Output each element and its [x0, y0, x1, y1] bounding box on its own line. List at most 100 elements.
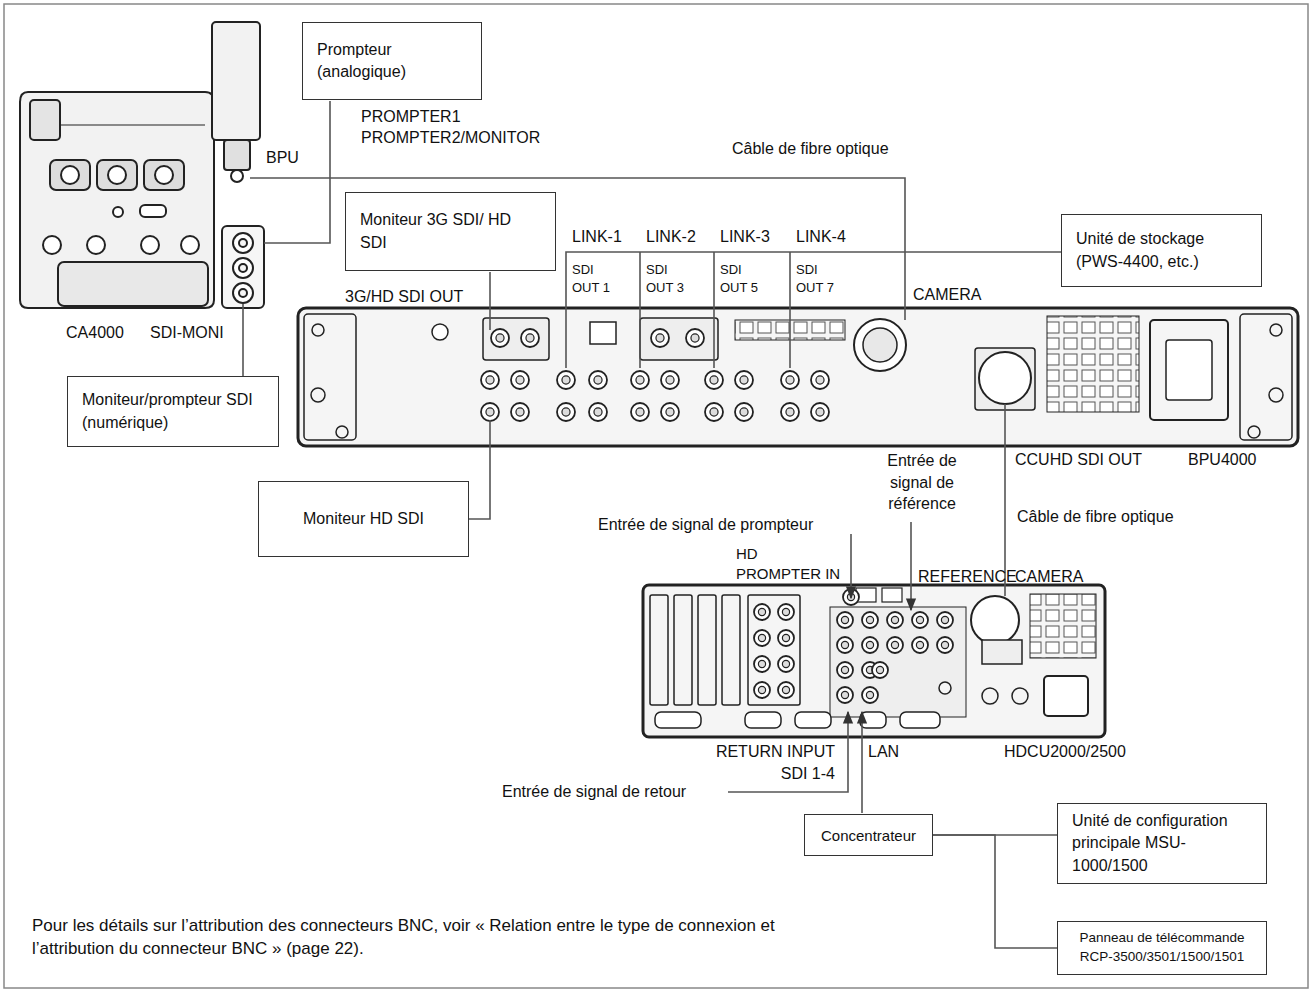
sdi-moni-connectors	[222, 226, 264, 308]
hdcu-panel-part	[982, 640, 1022, 664]
sdi-moni-connectors-part	[233, 258, 253, 278]
bnc-ring	[481, 371, 499, 389]
bnc-ring	[837, 637, 853, 653]
connector-label: HDCU2000/2500	[1004, 741, 1126, 763]
bnc-connector	[937, 637, 953, 653]
connector-label: BPU	[266, 147, 299, 169]
wires-part	[1004, 404, 1006, 596]
hdcu-panel-part	[830, 607, 966, 717]
bnc-connector	[589, 371, 607, 389]
bnc-connector	[781, 371, 799, 389]
bpu4000-panel-part	[483, 318, 549, 360]
camera-adapter-part	[113, 207, 123, 217]
bpu4000-panel-part	[304, 314, 356, 440]
connector-label: SDI-MONI	[150, 322, 224, 344]
connector-label: SDI OUT 3	[646, 261, 691, 296]
bnc-ring	[778, 682, 794, 698]
camera-adapter-part	[61, 166, 79, 184]
bnc-pin	[516, 376, 524, 384]
bnc-connector	[778, 682, 794, 698]
hdcu-panel-part	[900, 712, 940, 728]
box-text: Unité de stockage (PWS-4400, etc.)	[1076, 228, 1247, 273]
box-text: Moniteur/prompteur SDI (numérique)	[82, 389, 264, 434]
bnc-ring	[837, 662, 853, 678]
bpu4000-panel-part	[432, 324, 448, 340]
bnc-connector	[862, 687, 878, 703]
bnc-connector	[705, 403, 723, 421]
bnc-connector	[837, 662, 853, 678]
box-text: Panneau de télécommande RCP-3500/3501/15…	[1072, 929, 1252, 967]
bnc-ring	[937, 612, 953, 628]
bnc-pin	[758, 686, 765, 693]
bnc-ring	[862, 637, 878, 653]
bpu4000-panel-part	[640, 318, 718, 360]
device-box: Unité de configuration principale MSU-10…	[1057, 803, 1267, 884]
bnc-connector	[735, 403, 753, 421]
bnc-ring	[778, 604, 794, 620]
hdcu-panel-part	[1044, 676, 1088, 716]
camera-adapter	[20, 92, 214, 308]
camera-adapter-part	[43, 236, 61, 254]
bnc-connector	[887, 612, 903, 628]
bnc-ring	[837, 612, 853, 628]
wires-part	[910, 522, 912, 610]
bpu-plug-part	[224, 140, 250, 170]
bnc-ring	[661, 403, 679, 421]
bnc-pin	[656, 334, 664, 342]
bnc-connector	[735, 371, 753, 389]
bnc-ring	[651, 329, 669, 347]
bnc-ring	[887, 637, 903, 653]
bnc-ring	[557, 403, 575, 421]
bnc-pin	[782, 608, 789, 615]
bpu4000-panel-part	[979, 352, 1031, 404]
bpu-plug-part	[231, 170, 243, 182]
bnc-ring	[778, 630, 794, 646]
bnc-pin	[866, 616, 873, 623]
bnc-pin	[866, 691, 873, 698]
connector-label: CCUHD SDI OUT	[1015, 449, 1142, 471]
bpu4000-panel-part	[1150, 320, 1228, 420]
bnc-pin	[666, 376, 674, 384]
bnc-pin	[758, 608, 765, 615]
bnc-connector	[778, 630, 794, 646]
wires-part	[850, 534, 852, 598]
bnc-ring	[661, 371, 679, 389]
connector-label: Entrée de signal de prompteur	[598, 514, 813, 536]
bpu4000-panel-part	[298, 308, 1298, 446]
sdi-moni-connectors-part	[239, 264, 247, 272]
bnc-ring	[912, 637, 928, 653]
device-box: Moniteur HD SDI	[258, 481, 469, 557]
bnc-ring	[937, 637, 953, 653]
bnc-connector	[754, 604, 770, 620]
bnc-pin	[866, 641, 873, 648]
device-box: Unité de stockage (PWS-4400, etc.)	[1061, 214, 1262, 287]
bnc-ring	[631, 403, 649, 421]
bnc-pin	[666, 408, 674, 416]
wires-part	[713, 252, 715, 368]
bpu4000-panel-part	[336, 426, 348, 438]
bnc-connector	[651, 329, 669, 347]
bnc-connector	[837, 637, 853, 653]
hdcu-panel-part	[722, 595, 740, 705]
bnc-pin	[516, 408, 524, 416]
bnc-pin	[526, 334, 534, 342]
hdcu-panel-part	[643, 585, 1105, 737]
camera-adapter-part	[144, 160, 184, 190]
bnc-ring	[754, 604, 770, 620]
bnc-connector	[837, 612, 853, 628]
sdi-moni-connectors-part	[233, 283, 253, 303]
bnc-ring	[735, 403, 753, 421]
bnc-connector	[862, 637, 878, 653]
box-text: Prompteur (analogique)	[317, 39, 467, 84]
bnc-ring	[754, 682, 770, 698]
bnc-ring	[589, 403, 607, 421]
bnc-ring	[705, 403, 723, 421]
bpu-plug	[212, 22, 260, 182]
bnc-pin	[758, 660, 765, 667]
bnc-ring	[837, 687, 853, 703]
bnc-pin	[710, 376, 718, 384]
connector-label: LINK-1	[572, 226, 622, 248]
bnc-connector	[754, 656, 770, 672]
hdcu-panel-part	[971, 596, 1019, 644]
hdcu-panel-part	[939, 682, 951, 694]
